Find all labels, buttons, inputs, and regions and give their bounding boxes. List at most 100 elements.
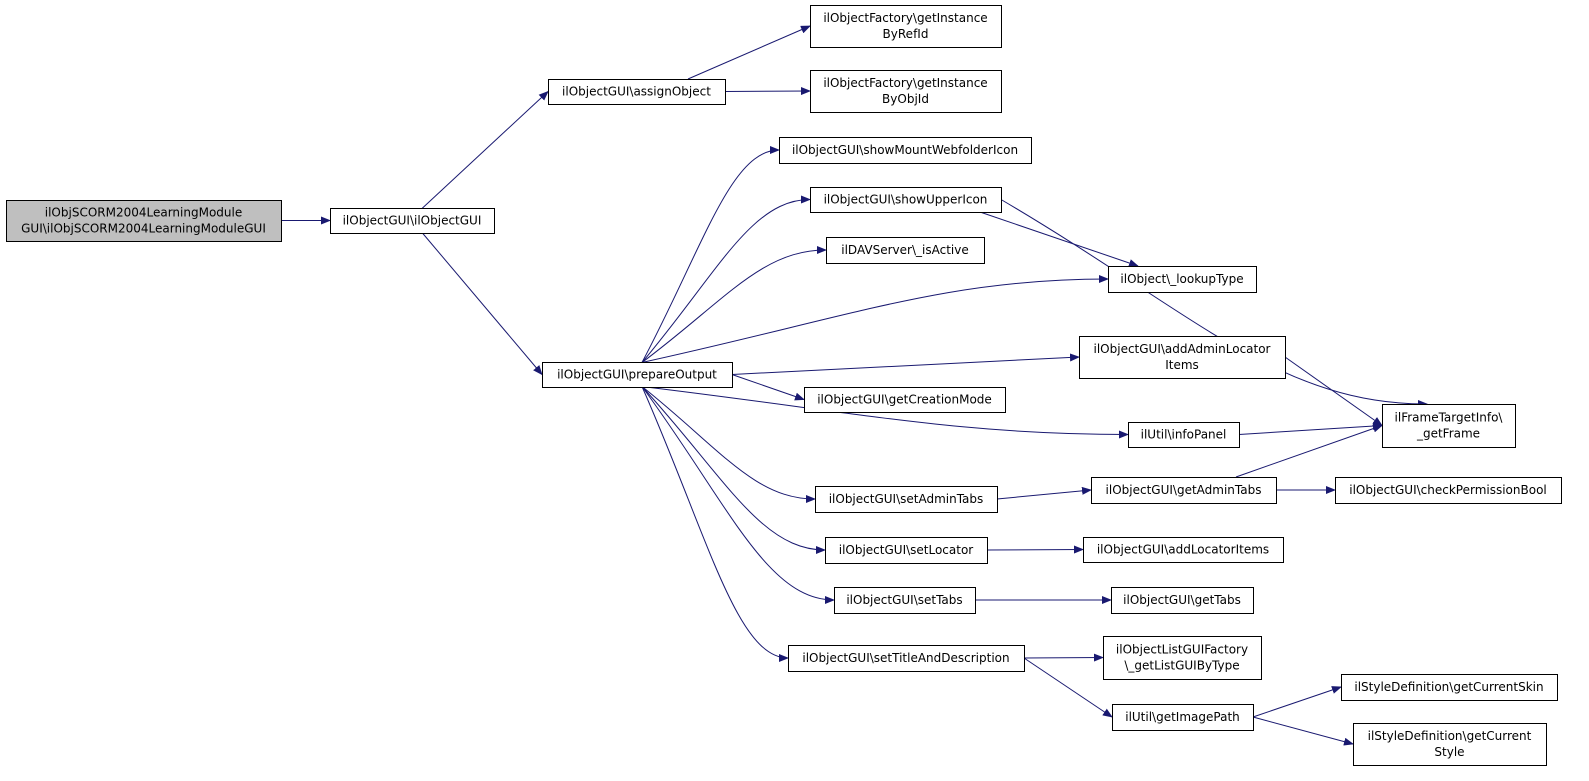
edge-addadmin-to-frame [1284, 356, 1383, 427]
node-label: ilObjectFactory\getInstance [823, 76, 987, 90]
node-label: ilDAVServer\_isActive [841, 243, 968, 257]
node-label: _getFrame [1416, 427, 1480, 441]
node-label: ilObjectGUI\setTitleAndDescription [802, 651, 1009, 665]
node-label: Items [1165, 358, 1199, 372]
node-box [815, 486, 998, 513]
node-label: ilObject\_lookupType [1120, 272, 1243, 286]
node-label: ilObjectGUI\getTabs [1123, 593, 1241, 607]
edge-prepare-to-creation [731, 374, 805, 401]
edge-setlocator-to-addlocator [986, 545, 1084, 554]
node-box [548, 79, 726, 105]
node-label: Style [1434, 745, 1464, 759]
node-checkperm[interactable]: ilObjectGUI\checkPermissionBool [1335, 477, 1562, 504]
edge-settitle-to-listgui [1023, 653, 1104, 662]
node-label: ilObjectGUI\showMountWebfolderIcon [792, 143, 1018, 157]
edge-prepare-to-addadmin [731, 353, 1080, 375]
node-box [834, 587, 976, 614]
node-box [788, 645, 1025, 672]
node-settitle[interactable]: ilObjectGUI\setTitleAndDescription [788, 645, 1025, 672]
node-addlocator[interactable]: ilObjectGUI\addLocatorItems [1083, 537, 1284, 563]
edge-settitle-to-imagepath [1023, 657, 1113, 718]
node-creation[interactable]: ilObjectGUI\getCreationMode [804, 387, 1006, 413]
node-label: ByObjId [882, 92, 929, 106]
node-box [1353, 723, 1547, 766]
node-label: ilStyleDefinition\getCurrent [1368, 729, 1532, 743]
node-box [1108, 266, 1257, 293]
node-label: ilFrameTargetInfo\ [1395, 411, 1504, 425]
edge-prepare-to-upper [641, 195, 811, 363]
node-box [810, 70, 1002, 113]
node-label: ilObjectGUI\showUpperIcon [824, 193, 988, 207]
nodes-layer: ilObjSCORM2004LearningModuleGUI\ilObjSCO… [6, 5, 1562, 766]
node-box [826, 237, 985, 264]
node-upper[interactable]: ilObjectGUI\showUpperIcon [810, 187, 1002, 213]
edge-setadmintabs-to-getadmintabs [996, 486, 1092, 500]
node-box [1083, 537, 1284, 563]
node-ctor[interactable]: ilObjectGUI\ilObjectGUI [330, 208, 495, 234]
node-box [1091, 477, 1277, 504]
node-label: ilObjectGUI\setAdminTabs [829, 492, 984, 506]
node-prepare[interactable]: ilObjectGUI\prepareOutput [542, 362, 733, 388]
edge-prepare-to-info [641, 386, 1129, 439]
node-label: ilObjectGUI\getAdminTabs [1106, 483, 1262, 497]
node-label: ilUtil\getImagePath [1125, 710, 1240, 724]
node-setadmintabs[interactable]: ilObjectGUI\setAdminTabs [815, 486, 998, 513]
node-setlocator[interactable]: ilObjectGUI\setLocator [825, 537, 988, 564]
node-box [1128, 422, 1240, 448]
edge-upper-to-lookup [979, 211, 1139, 267]
edge-prepare-to-setadmintabs [641, 386, 816, 503]
node-box [330, 208, 495, 234]
node-box [1103, 636, 1262, 680]
node-label: ilObjSCORM2004LearningModule [45, 206, 242, 220]
edge-ctor-to-prepare [421, 232, 543, 376]
edge-assign-to-byref [687, 25, 811, 80]
node-label: ilObjectGUI\ilObjectGUI [343, 214, 482, 228]
node-imagepath[interactable]: ilUtil\getImagePath [1112, 704, 1254, 731]
node-getadmintabs[interactable]: ilObjectGUI\getAdminTabs [1091, 477, 1277, 504]
node-label: ilObjectGUI\setTabs [846, 593, 962, 607]
node-skin[interactable]: ilStyleDefinition\getCurrentSkin [1341, 674, 1558, 701]
node-label: ilObjectGUI\setLocator [839, 543, 974, 557]
node-assign[interactable]: ilObjectGUI\assignObject [548, 79, 726, 105]
node-box [1382, 404, 1516, 448]
node-box [779, 137, 1032, 164]
node-settabs[interactable]: ilObjectGUI\setTabs [834, 587, 976, 614]
edge-prepare-to-settabs [641, 386, 835, 604]
node-info[interactable]: ilUtil\infoPanel [1128, 422, 1240, 448]
node-label: ilObjectFactory\getInstance [823, 11, 987, 25]
node-dav[interactable]: ilDAVServer\_isActive [826, 237, 985, 264]
node-box [1079, 336, 1286, 379]
node-root[interactable]: ilObjSCORM2004LearningModuleGUI\ilObjSCO… [6, 200, 282, 242]
edge-imagepath-to-skin [1252, 686, 1342, 718]
node-label: ilObjectGUI\addLocatorItems [1097, 543, 1269, 557]
edge-assign-to-byobj [724, 87, 811, 96]
edge-prepare-to-lookup [641, 275, 1109, 363]
node-label: ilObjectGUI\assignObject [562, 85, 711, 99]
node-mount[interactable]: ilObjectGUI\showMountWebfolderIcon [779, 137, 1032, 164]
node-listgui[interactable]: ilObjectListGUIFactory \_getListGUIByType [1103, 636, 1262, 680]
node-box [1112, 704, 1254, 731]
node-box [1111, 587, 1254, 614]
node-gettabs[interactable]: ilObjectGUI\getTabs [1111, 587, 1254, 614]
edge-info-to-frame [1238, 422, 1383, 435]
edge-ctor-to-assign [421, 90, 549, 209]
node-label: ilObjectGUI\prepareOutput [557, 368, 717, 382]
node-label: \_getListGUIByType [1124, 659, 1239, 673]
node-label: ilObjectListGUIFactory [1116, 643, 1248, 657]
node-label: ilObjectGUI\addAdminLocator [1094, 342, 1271, 356]
node-label: ilUtil\infoPanel [1141, 428, 1227, 442]
node-box [810, 187, 1002, 213]
node-box [804, 387, 1006, 413]
edge-prepare-to-setlocator [641, 386, 826, 554]
node-box [6, 200, 282, 242]
node-lookup[interactable]: ilObject\_lookupType [1108, 266, 1257, 293]
edge-getadmintabs-to-frame [1235, 424, 1383, 478]
edge-imagepath-to-style [1252, 716, 1354, 746]
node-box [825, 537, 988, 564]
node-frame[interactable]: ilFrameTargetInfo\ _getFrame [1382, 404, 1516, 448]
